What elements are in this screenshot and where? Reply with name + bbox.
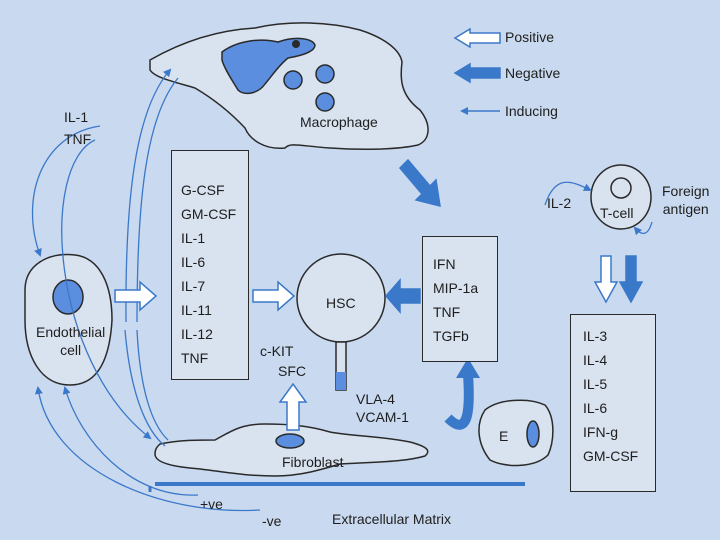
inhibitor-item: TNF	[433, 304, 461, 320]
positive-ve-label: +ve	[200, 496, 223, 512]
hsc-label: HSC	[326, 295, 356, 311]
positive-arrow-cytokines	[114, 280, 158, 312]
e-cell	[478, 399, 554, 467]
positive-arrow	[453, 27, 501, 49]
tcell-cytokine-item: IL-6	[583, 400, 608, 416]
tcell-cytokine-item: IFN-g	[583, 424, 618, 440]
cytokine-box-right: IL-3 IL-4 IL-5 IL-6 IFN-g GM-CSF	[570, 314, 656, 492]
negative-arrow-macrophage	[398, 158, 441, 208]
negative-feedback-curve	[34, 386, 261, 512]
cytokine-item: IL-1	[181, 230, 206, 246]
inducing-curve	[61, 139, 152, 440]
cytokine-item: IL-6	[181, 254, 206, 270]
inhibitor-box: IFN MIP-1a TNF TGFb	[422, 236, 498, 362]
negative-ve-label: -ve	[262, 513, 282, 529]
macrophage-vacuole	[315, 92, 335, 112]
inducing-channel	[136, 77, 179, 323]
vcam1-label: VCAM-1	[356, 409, 409, 425]
negative-curve-e-cell	[444, 373, 474, 430]
positive-arrow-tcell	[593, 255, 619, 304]
tcell-cytokine-item: IL-3	[583, 328, 608, 344]
legend-negative-label: Negative	[505, 65, 561, 81]
endothelial-cell	[24, 253, 113, 386]
endothelial-label-line: Endothelial	[36, 324, 106, 340]
e-cell-label: E	[499, 428, 509, 444]
positive-arrow-to-hsc	[252, 280, 296, 312]
inducing-curve	[32, 125, 101, 257]
macrophage-vacuole	[283, 70, 303, 90]
macrophage-vacuole	[315, 64, 335, 84]
fibroblast-cell	[154, 423, 429, 477]
tcell-cytokine-item: GM-CSF	[583, 448, 639, 464]
inhibitor-item: MIP-1a	[433, 280, 479, 296]
inducing-curve	[633, 221, 653, 236]
cytokine-item: IL-12	[181, 326, 213, 342]
inducing-curve	[544, 181, 592, 206]
cytokine-item: TNF	[181, 350, 209, 366]
inhibitor-item: IFN	[433, 256, 456, 272]
endothelial-nucleus	[52, 279, 84, 315]
negative-arrow	[453, 62, 501, 84]
il2-label: IL-2	[547, 195, 572, 211]
cytokine-item: IL-7	[181, 278, 206, 294]
cytokine-item: IL-11	[181, 302, 212, 318]
legend-inducing-label: Inducing	[505, 103, 558, 119]
negative-arrow-tcell	[618, 255, 644, 304]
positive-feedback-curve	[62, 386, 199, 496]
e-cell-nucleus	[526, 420, 540, 448]
macrophage-label: Macrophage	[300, 114, 378, 130]
macrophage-granule	[292, 40, 300, 48]
foreign-antigen-label: Foreign antigen	[662, 184, 709, 216]
negative-arrow-to-hsc	[385, 278, 421, 314]
fibroblast-label: Fibroblast	[282, 454, 344, 470]
negative-curve-e-cell-head	[456, 358, 480, 378]
vla4-label: VLA-4	[356, 391, 395, 407]
positive-arrow-sfc	[278, 382, 308, 431]
foreign-antigen-line: antigen	[662, 201, 709, 217]
fibroblast-nucleus	[275, 433, 305, 449]
endothelial-label: Endothelial cell	[36, 325, 105, 357]
inducing-channel	[136, 329, 169, 441]
cytokine-box-left: G-CSF GM-CSF IL-1 IL-6 IL-7 IL-11 IL-12 …	[171, 150, 249, 380]
tcell-cytokine-item: IL-4	[583, 352, 608, 368]
t-cell-label: T-cell	[600, 205, 634, 221]
ckit-label: c-KIT	[260, 343, 294, 359]
sfc-label: SFC	[278, 363, 306, 379]
cytokine-item: GM-CSF	[181, 206, 237, 222]
endothelial-label-line: cell	[60, 342, 82, 358]
vla4-receptor	[336, 372, 346, 390]
il1-label: IL-1	[64, 109, 89, 125]
inhibitor-item: TGFb	[433, 328, 469, 344]
macrophage-nucleus	[221, 37, 316, 95]
ecm-label: Extracellular Matrix	[332, 511, 452, 527]
inducing-channel	[125, 68, 172, 323]
inducing-channel	[124, 329, 166, 447]
tnf-left-label: TNF	[64, 131, 92, 147]
cytokine-item: G-CSF	[181, 182, 225, 198]
foreign-antigen-line: Foreign	[662, 183, 710, 199]
tcell-cytokine-item: IL-5	[583, 376, 608, 392]
legend-positive-label: Positive	[505, 29, 555, 45]
t-cell-nucleus	[610, 177, 632, 199]
